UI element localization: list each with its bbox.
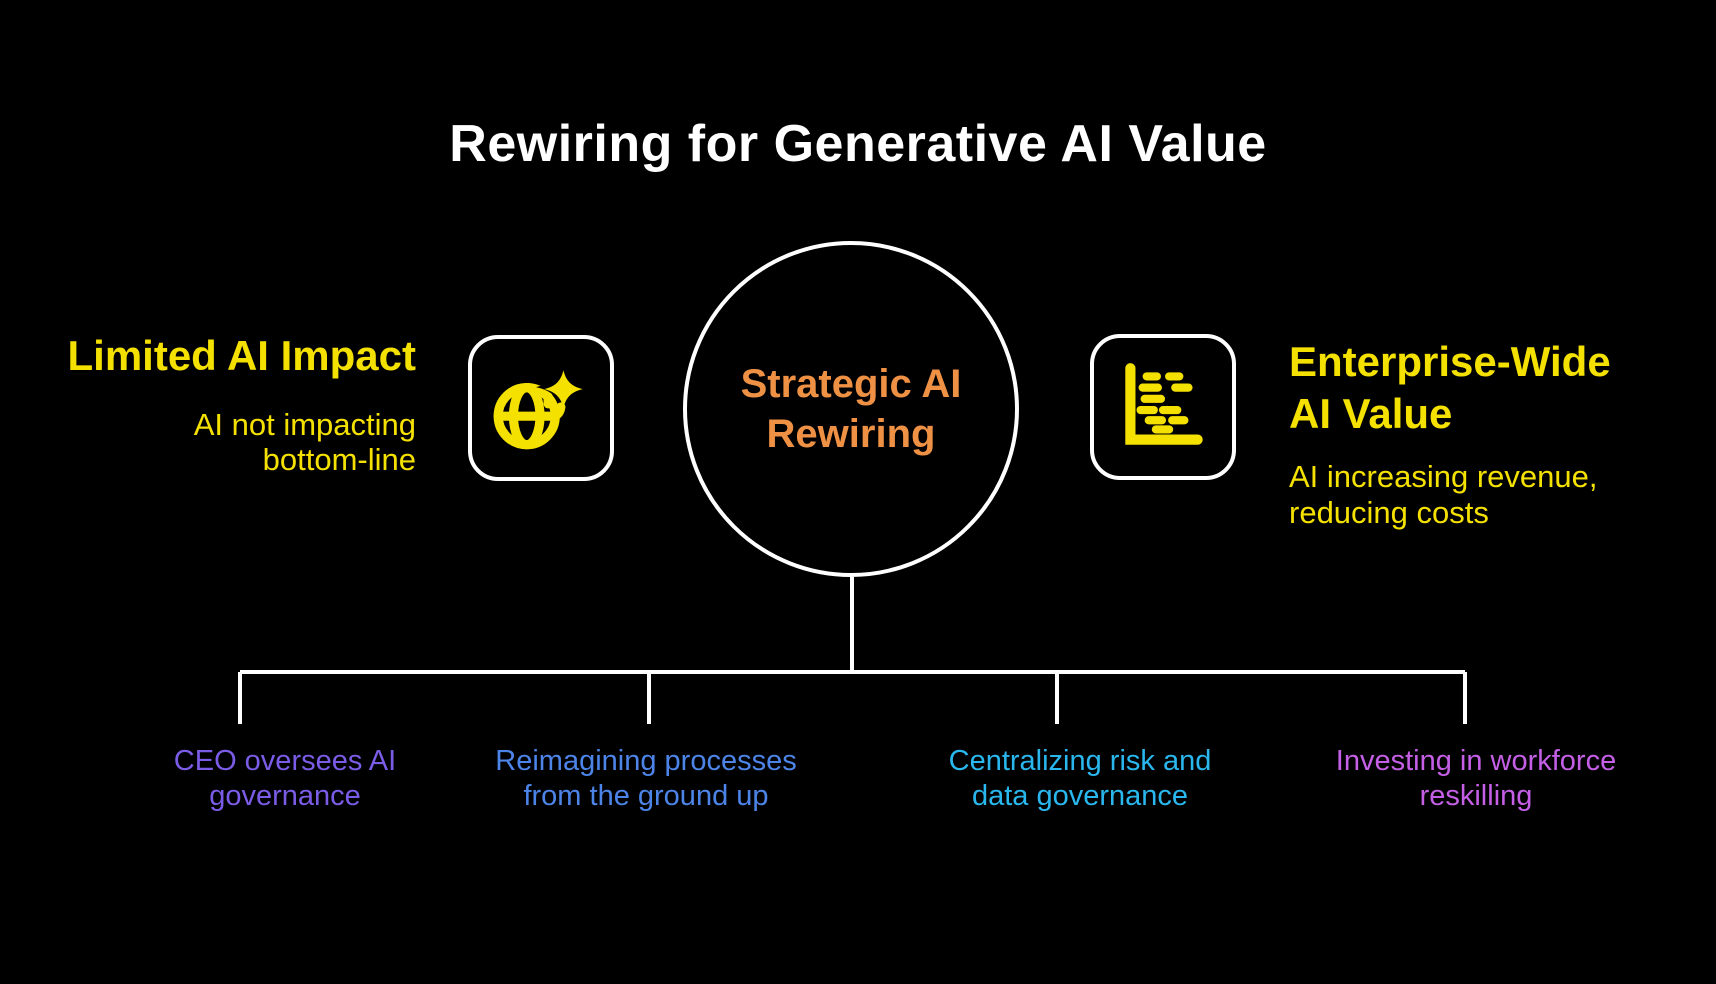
sparkle-star (544, 370, 583, 408)
left-icon-box (468, 335, 614, 481)
branch-label-line2: data governance (971, 780, 1189, 812)
left-card-heading: Limited AI Impact (67, 332, 417, 379)
right-card-heading: Enterprise-Wide AI Value (1289, 336, 1716, 440)
branch-label-line1: Centralizing risk and (948, 745, 1212, 777)
right-card-description-line1: AI increasing revenue, (1289, 459, 1598, 494)
branch-label-line2: from the ground up (523, 780, 769, 812)
branch-label-line2: reskilling (1419, 780, 1533, 812)
globe-sparkle-icon (493, 361, 591, 450)
right-card-heading-line1: Enterprise-Wide (1289, 338, 1611, 385)
left-card-description-line2: bottom-line (262, 442, 416, 477)
right-card-description: AI increasing revenue,reducing costs (1289, 459, 1716, 531)
central-node-line1: Strategic AI (740, 362, 962, 406)
page-title: Rewiring for Generative AI Value (449, 115, 1267, 173)
branch-label-line1: Investing in workforce (1335, 745, 1617, 777)
central-node-label: Strategic AI Rewiring (741, 359, 962, 459)
right-card: Enterprise-Wide AI Value AI increasing re… (1289, 336, 1716, 531)
branch-label-line1: Reimagining processes (495, 745, 797, 777)
central-node-line2: Rewiring (766, 412, 936, 456)
left-card-description-line1: AI not impacting (193, 407, 416, 442)
scatter-chart-icon (1125, 363, 1203, 445)
branch-label-line2: governance (209, 780, 361, 812)
right-icon-box (1090, 334, 1236, 480)
central-node: Strategic AI Rewiring (683, 241, 1019, 577)
branch-label-line1: CEO oversees AI (173, 745, 397, 777)
right-card-heading-line2: AI Value (1289, 390, 1453, 437)
right-card-description-line2: reducing costs (1289, 495, 1489, 530)
